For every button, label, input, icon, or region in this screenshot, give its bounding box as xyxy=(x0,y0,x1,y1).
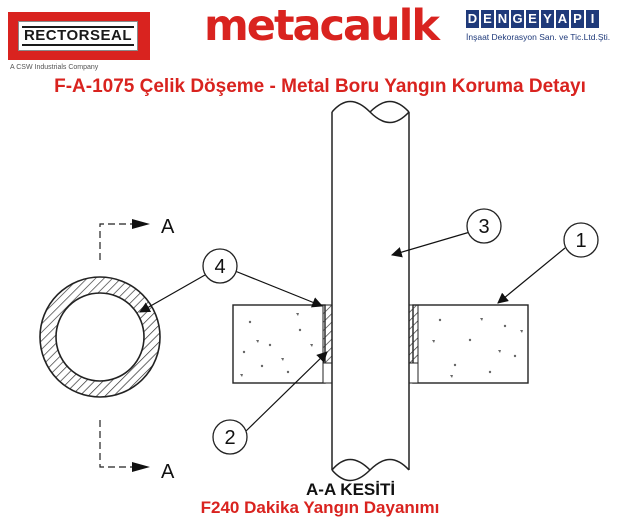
section-line-top xyxy=(99,223,146,260)
dengeyapi-logo-letter: D xyxy=(466,10,479,28)
dengeyapi-logo-letter: E xyxy=(526,10,539,28)
rectorseal-logo-text: RECTORSEAL xyxy=(21,26,135,46)
callout-2: 2 xyxy=(212,419,248,455)
callout-2-label: 2 xyxy=(224,427,235,449)
callout-3: 3 xyxy=(466,208,502,244)
callout-1-label: 1 xyxy=(575,230,586,252)
leader-2 xyxy=(244,351,328,433)
leader-4b xyxy=(139,274,206,313)
metal-pipe xyxy=(331,100,410,482)
fire-rating-label: F240 Dakika Yangın Dayanımı xyxy=(200,498,440,517)
callout-4-label: 4 xyxy=(214,256,225,278)
dengeyapi-logo-letter: Y xyxy=(541,10,554,28)
section-marker-top xyxy=(99,219,150,260)
pipe-cross-section xyxy=(39,276,161,398)
section-line-bottom xyxy=(99,420,146,468)
section-marker-bottom xyxy=(99,420,150,472)
section-label: A-A KESİTİ xyxy=(306,480,396,499)
dengeyapi-logo-letter: N xyxy=(496,10,509,28)
leader-1 xyxy=(497,247,566,304)
section-letter-bottom: A xyxy=(161,461,175,483)
dengeyapi-logo-letter: G xyxy=(511,10,524,28)
section-arrow-top xyxy=(132,219,150,229)
leader-lines xyxy=(139,231,566,433)
metacaulk-logo: metacaulk xyxy=(204,1,440,51)
dengeyapi-tagline: İnşaat Dekorasyon San. ve Tic.Ltd.Şti. xyxy=(466,32,611,42)
callout-3-label: 3 xyxy=(478,216,489,238)
dengeyapi-logo-letter: I xyxy=(586,10,599,28)
pipe-bore xyxy=(55,292,145,382)
callout-4: 4 xyxy=(202,248,238,284)
section-letter-top: A xyxy=(161,216,175,238)
rectorseal-logo: RECTORSEAL A CSW Industrials Company xyxy=(8,12,150,80)
concrete-slab-left xyxy=(232,304,326,384)
rectorseal-tagline: A CSW Industrials Company xyxy=(10,64,99,71)
sealant-left xyxy=(322,304,333,384)
dengeyapi-logo-letter: A xyxy=(556,10,569,28)
concrete-slab-right xyxy=(412,304,529,384)
page-title: F-A-1075 Çelik Döşeme - Metal Boru Yangı… xyxy=(54,76,586,97)
callout-1: 1 xyxy=(563,222,599,258)
dengeyapi-logo-letter: E xyxy=(481,10,494,28)
leader-3 xyxy=(390,231,471,258)
sealant-right xyxy=(408,304,419,384)
rectorseal-logo-box: RECTORSEAL xyxy=(8,12,150,60)
dengeyapi-logo-letter: P xyxy=(571,10,584,28)
section-arrow-bottom xyxy=(132,462,150,472)
leader-4a xyxy=(234,270,324,308)
